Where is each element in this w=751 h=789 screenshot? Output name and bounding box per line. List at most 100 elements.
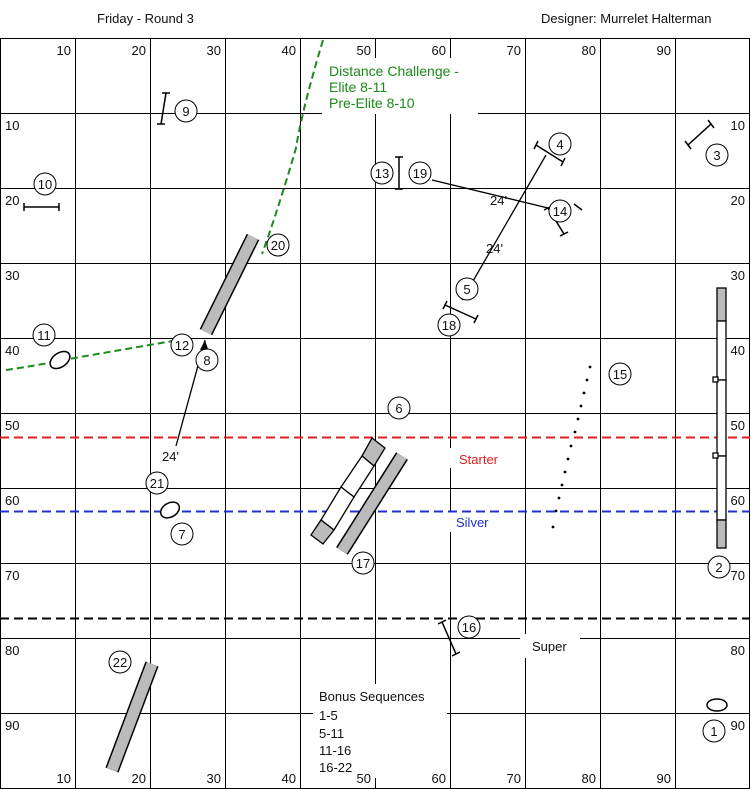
grid-label-bottom: 90	[657, 771, 671, 786]
bonus-sequence: 11-16	[319, 743, 351, 758]
starter-label: Starter	[459, 452, 499, 467]
grid-label-right: 60	[731, 493, 745, 508]
svg-text:11: 11	[37, 328, 51, 343]
a-frame-6	[310, 437, 386, 545]
obstacle-number-10: 10	[33, 172, 57, 196]
grid-label-bottom: 30	[207, 771, 221, 786]
bonus-sequence: 1-5	[319, 708, 338, 723]
svg-text:22: 22	[113, 655, 127, 670]
svg-text:20: 20	[271, 238, 285, 253]
svg-text:2: 2	[715, 560, 722, 575]
svg-text:9: 9	[182, 104, 189, 119]
obstacle-number-15: 15	[608, 362, 632, 386]
grid-label-left: 70	[5, 568, 19, 583]
dogwalk-2	[712, 287, 727, 549]
grid-label-left: 30	[5, 268, 19, 283]
obstacle-number-4: 4	[548, 132, 572, 156]
course-grid	[0, 38, 750, 789]
svg-text:12: 12	[175, 338, 189, 353]
tire-1	[706, 698, 728, 712]
svg-text:1: 1	[710, 724, 717, 739]
distance-line-19-14	[431, 179, 549, 209]
grid-label-right: 10	[731, 118, 745, 133]
grid-label-top: 70	[507, 43, 521, 58]
obstacle-number-17: 17	[351, 551, 375, 575]
obstacle-number-8: 8	[195, 348, 219, 372]
obstacle-number-2: 2	[707, 555, 731, 579]
weave-poles-15	[551, 365, 592, 529]
grid-label-top: 30	[207, 43, 221, 58]
grid-label-right: 70	[731, 568, 745, 583]
grid-label-top: 10	[57, 43, 71, 58]
distance-challenge-line	[261, 39, 324, 255]
grid-label-top: 60	[432, 43, 446, 58]
obstacle-number-16: 16	[457, 615, 481, 639]
obstacle-number-5: 5	[455, 277, 479, 301]
obstacle-number-1: 1	[702, 719, 726, 743]
grid-label-right: 30	[731, 268, 745, 283]
grid-label-bottom: 80	[582, 771, 596, 786]
distance-challenge-pre-elite: Pre-Elite 8-10	[329, 95, 415, 111]
jump-10	[23, 203, 60, 211]
obstacle-number-9: 9	[174, 99, 198, 123]
grid-label-bottom: 10	[57, 771, 71, 786]
svg-text:14: 14	[553, 204, 567, 219]
grid-label-left: 60	[5, 493, 19, 508]
svg-text:16: 16	[462, 620, 476, 635]
grid-label-right: 90	[731, 718, 745, 733]
grid-label-left: 90	[5, 718, 19, 733]
obstacle-number-13: 13	[370, 161, 394, 185]
grid-label-left: 20	[5, 193, 19, 208]
obstacle-number-20: 20	[266, 233, 290, 257]
super-label: Super	[532, 639, 567, 654]
svg-text:6: 6	[395, 401, 402, 416]
jump-4	[533, 140, 566, 167]
svg-text:21: 21	[150, 476, 164, 491]
tire-7	[159, 501, 181, 519]
grid-label-left: 40	[5, 343, 19, 358]
arrowhead-icon	[200, 340, 208, 350]
obstacle-number-6: 6	[387, 396, 411, 420]
obstacle-number-19: 19	[408, 161, 432, 185]
grid-label-top: 90	[657, 43, 671, 58]
grid-label-bottom: 70	[507, 771, 521, 786]
silver-label: Silver	[456, 515, 489, 530]
tunnel-17	[336, 452, 408, 555]
distance-label: 24'	[490, 193, 507, 208]
grid-label-left: 10	[5, 118, 19, 133]
grid-label-bottom: 20	[132, 771, 146, 786]
jump-5-18	[442, 300, 479, 324]
bonus-sequence: 5-11	[319, 726, 344, 741]
obstacle-number-12: 12	[170, 333, 194, 357]
grid-label-right: 40	[731, 343, 745, 358]
svg-text:13: 13	[375, 166, 389, 181]
svg-text:18: 18	[442, 318, 456, 333]
tire-11	[49, 350, 71, 370]
jump-3	[684, 119, 715, 150]
obstacle-number-11: 11	[32, 323, 56, 347]
tunnel-8-20	[199, 233, 260, 336]
grid-label-top: 50	[357, 43, 371, 58]
obstacle-number-22: 22	[108, 650, 132, 674]
tunnel-22	[105, 661, 159, 773]
grid-label-left: 50	[5, 418, 19, 433]
distance-challenge-line	[5, 337, 191, 371]
grid-label-bottom: 50	[357, 771, 371, 786]
distance-label: 24'	[486, 241, 503, 256]
jump-13-19	[395, 156, 403, 190]
distance-line-4-5	[461, 154, 547, 301]
bonus-sequence: 16-22	[319, 760, 352, 775]
grid-label-top: 20	[132, 43, 146, 58]
bonus-sequences-title: Bonus Sequences	[319, 689, 425, 704]
jump-16	[437, 619, 461, 657]
grid-label-bottom: 60	[432, 771, 446, 786]
course-title: Friday - Round 3	[97, 11, 194, 26]
grid-label-top: 40	[282, 43, 296, 58]
obstacle-number-14: 14	[548, 199, 572, 223]
grid-label-top: 80	[582, 43, 596, 58]
distance-challenge-elite: Elite 8-11	[329, 79, 387, 95]
svg-text:19: 19	[413, 166, 427, 181]
grid-label-right: 20	[731, 193, 745, 208]
distance-label: 24'	[162, 449, 179, 464]
